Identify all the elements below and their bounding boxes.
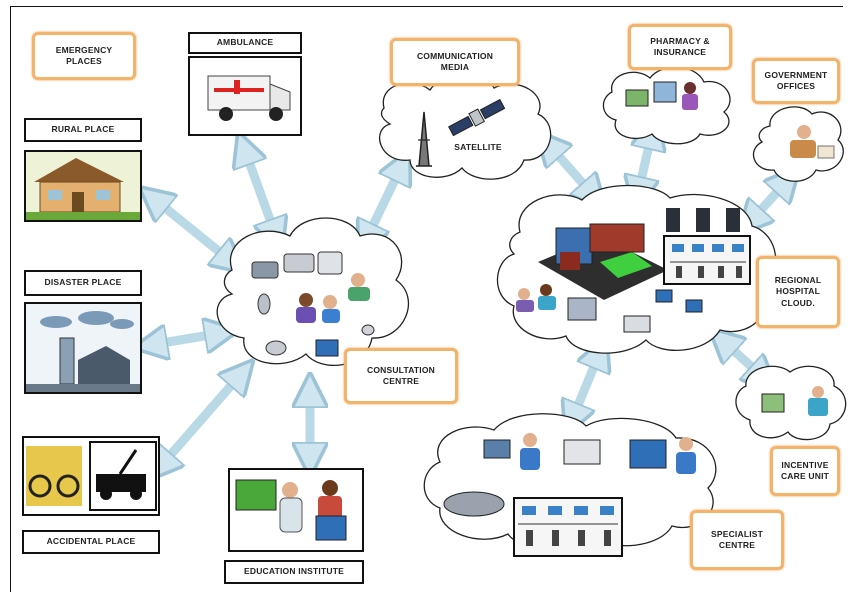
label-education-institute: EDUCATION INSTITUTE [224,560,364,584]
diagram-frame [10,6,843,592]
label-communication-media: COMMUNICATION MEDIA [390,38,520,86]
label-regional-hospital-cloud: REGIONAL HOSPITAL CLOUD. [756,256,840,328]
nurse-body-icon [348,287,370,301]
nurse-icon [351,273,365,287]
arrow-ambulance-consultation [244,148,276,236]
pharmacy-desk-icon [653,81,677,103]
desk-computer-icon [623,315,651,333]
label-government-offices: GOVERNMENT OFFICES [752,58,840,104]
label-incentive-care-unit: INCENTIVE CARE UNIT [770,446,840,496]
papers-icon [817,145,835,159]
arrow-accident-consultation [160,373,242,467]
satellite-icon [448,98,506,137]
disaster-picture [24,302,142,394]
stethoscope-icon [257,293,271,315]
spec-monitor-icon-2 [629,439,667,469]
server-icon-3 [726,208,740,232]
hospital-grass-icon [600,252,652,278]
accident-picture [22,436,160,516]
government-icons [790,125,835,159]
label-specialist-centre: SPECIALIST CENTRE [690,510,784,570]
patient-body-icon [322,309,340,323]
arrow-rural-consultation [153,198,232,262]
accident-icon [26,441,157,511]
label-disaster-place: DISASTER PLACE [24,270,142,296]
education-picture [228,468,364,552]
server-icon-1 [666,208,680,232]
spec-monitor-icon-1 [483,439,511,459]
arrow-communication-hospital [548,144,594,196]
pharmacy-computer-icon [625,89,649,107]
arrow-government-hospital [750,180,788,222]
communication-icons [416,98,506,167]
ambulance-icon [207,75,291,121]
device-round-icon [265,340,287,356]
ecg-device-icon [283,253,315,273]
rural-picture [24,150,142,222]
monitor-icon-1 [655,289,673,303]
arrow-pharmacy-hospital [638,132,652,194]
hospital-icons [516,208,751,333]
icu-monitor-icon [761,393,785,413]
specialist-person-icon-1 [523,433,537,447]
cloud-incentive [735,365,847,441]
tower-icon [416,111,432,167]
arrow-consultation-communication [366,165,402,240]
label-rural-place: RURAL PLACE [24,118,142,142]
doctor-icon [299,293,313,307]
hospital-doctor-icon [518,288,530,300]
disaster-icon [26,304,140,392]
icu-doctor-icon [812,386,824,398]
arrows [150,132,788,467]
education-icon [235,479,347,541]
workstation-icon [567,297,597,321]
officer-icon [797,125,811,139]
house-icon [26,152,140,220]
specialist-person-icon-2 [679,437,693,451]
pharmacy-icons [625,81,698,110]
device-small-icon [361,324,375,336]
label-emergency-places: EMERGENCY PLACES [32,32,136,80]
label-accidental-place: ACCIDENTAL PLACE [22,530,160,554]
monitor-icon-2 [685,299,703,313]
patient-icon [323,295,337,309]
cloud-consultation [216,217,410,366]
conference-table-icon [443,491,505,517]
cloud-pharmacy [602,66,731,145]
monitor-device-icon [251,261,279,279]
computer-icon [315,339,339,357]
ambulance-picture [188,56,302,136]
doctor-body-icon [296,307,316,323]
label-satellite: SATELLITE [454,142,502,153]
label-ambulance: AMBULANCE [188,32,302,54]
spec-workstation-icon [563,439,601,465]
label-pharmacy-insurance: PHARMACY & INSURANCE [628,24,732,70]
scanner-device-icon [317,251,343,275]
label-consultation-centre: CONSULTATION CENTRE [344,348,458,404]
specialist-icons [443,433,696,557]
arrow-disaster-consultation [150,333,222,345]
server-icon-2 [696,208,710,232]
consultation-devices [251,251,375,357]
incentive-icons [761,386,828,416]
arrow-hospital-specialist [572,352,600,420]
pharmacist-icon [684,82,696,94]
